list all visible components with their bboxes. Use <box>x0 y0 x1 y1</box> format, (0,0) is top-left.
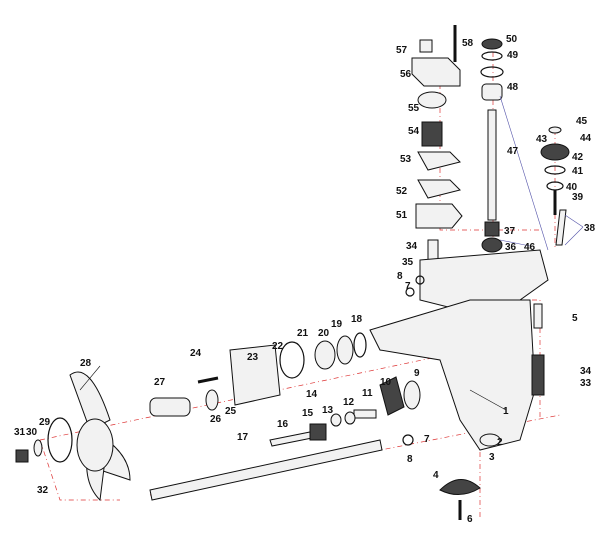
label-35: 35 <box>402 257 414 268</box>
label-26: 26 <box>210 414 222 425</box>
label-21: 21 <box>297 328 309 339</box>
label-17: 17 <box>237 432 249 443</box>
pump-insert-55 <box>417 91 447 109</box>
prop-shaft-17 <box>149 439 383 501</box>
label-7b: 7 <box>424 434 430 445</box>
label-36: 36 <box>505 242 517 253</box>
label-8b: 8 <box>407 454 413 465</box>
label-15: 15 <box>302 408 314 419</box>
grommet-57 <box>419 39 433 53</box>
label-22: 22 <box>272 341 284 352</box>
label-41: 41 <box>572 166 584 177</box>
pump-base-51 <box>415 203 463 229</box>
propeller-28 <box>15 371 131 502</box>
anode-33 <box>531 354 545 396</box>
label-1: 1 <box>503 406 509 417</box>
label-38: 38 <box>584 223 596 234</box>
prop-shaft-assembly <box>149 332 421 501</box>
label-11: 11 <box>362 388 373 399</box>
pinion-36 <box>481 237 503 253</box>
shift-assembly <box>427 126 570 275</box>
label-33: 33 <box>580 378 592 389</box>
part-number-labels: 58 50 49 48 57 56 55 54 47 53 52 51 45 4… <box>14 34 596 525</box>
label-51: 51 <box>396 210 408 221</box>
label-25: 25 <box>225 406 237 417</box>
label-32: 32 <box>37 485 49 496</box>
label-48: 48 <box>507 82 519 93</box>
label-54: 54 <box>408 126 420 137</box>
label-43: 43 <box>536 134 548 145</box>
label-2: 2 <box>497 437 503 448</box>
pump-housing-56 <box>411 57 461 87</box>
label-12: 12 <box>343 397 355 408</box>
label-19: 19 <box>331 319 343 330</box>
impeller-54 <box>421 121 443 147</box>
trim-tab-4 <box>439 479 481 495</box>
label-3: 3 <box>489 452 495 463</box>
nut-31 <box>15 449 29 463</box>
plate-53 <box>417 151 461 171</box>
label-8: 8 <box>397 271 403 282</box>
label-27: 27 <box>154 377 166 388</box>
seal-50 <box>481 38 503 50</box>
label-37: 37 <box>504 226 516 237</box>
label-10: 10 <box>380 377 392 388</box>
label-5: 5 <box>572 313 578 324</box>
clutch-15 <box>309 423 327 441</box>
label-52: 52 <box>396 186 408 197</box>
label-58: 58 <box>462 38 474 49</box>
drive-shaft-47 <box>487 109 497 221</box>
label-18: 18 <box>351 314 363 325</box>
gasket-52 <box>417 179 461 199</box>
label-7: 7 <box>405 281 411 292</box>
bearing-48 <box>481 83 503 101</box>
label-16: 16 <box>277 419 289 430</box>
bearing-carrier-23 <box>229 344 281 406</box>
label-9: 9 <box>414 368 420 379</box>
label-31: 31 <box>14 427 26 438</box>
label-44: 44 <box>580 133 592 144</box>
label-50: 50 <box>506 34 518 45</box>
bushing-27 <box>149 397 191 417</box>
label-6: 6 <box>467 514 473 525</box>
label-34b: 34 <box>580 366 592 377</box>
shift-rod-38 <box>555 209 567 246</box>
label-46: 46 <box>524 242 536 253</box>
label-39: 39 <box>572 192 584 203</box>
forward-gear-10 <box>379 376 405 416</box>
label-49: 49 <box>507 50 519 61</box>
label-23: 23 <box>247 352 259 363</box>
oring-49b <box>480 66 504 78</box>
label-56: 56 <box>400 69 412 80</box>
bearing-9 <box>403 380 421 410</box>
label-29: 29 <box>39 417 51 428</box>
label-57: 57 <box>396 45 408 56</box>
label-42: 42 <box>572 152 584 163</box>
gear-housing <box>369 249 549 451</box>
label-34: 34 <box>406 241 418 252</box>
label-24: 24 <box>190 348 202 359</box>
drive-shaft-assembly <box>480 38 504 253</box>
bearing-37 <box>484 221 500 237</box>
label-30: 30 <box>26 427 38 438</box>
label-4: 4 <box>433 470 439 481</box>
label-13: 13 <box>322 405 334 416</box>
trim-tab-parts <box>402 275 501 520</box>
label-45: 45 <box>576 116 588 127</box>
label-53: 53 <box>400 154 412 165</box>
oring-49 <box>481 51 503 61</box>
label-55: 55 <box>408 103 420 114</box>
shift-seal-42 <box>540 143 570 161</box>
label-14: 14 <box>306 389 318 400</box>
label-20: 20 <box>318 328 330 339</box>
label-28: 28 <box>80 358 92 369</box>
pin-11 <box>353 409 377 419</box>
label-47: 47 <box>507 146 519 157</box>
leader-lines <box>79 95 584 411</box>
thrust-washer-29 <box>47 417 73 463</box>
label-40: 40 <box>566 182 578 193</box>
water-pump-assembly <box>411 25 463 229</box>
